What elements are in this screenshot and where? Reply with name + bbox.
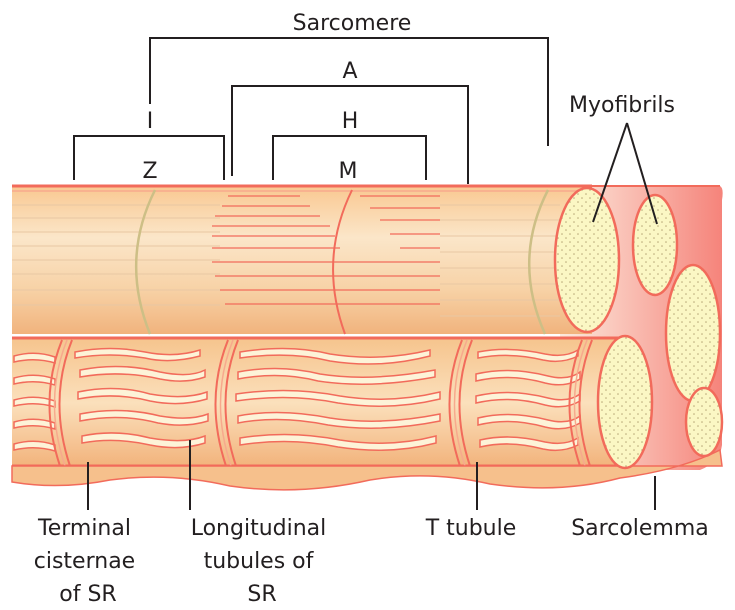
cross-section-bottom — [598, 336, 652, 468]
cross-section-top — [555, 188, 619, 332]
z-line-label: Z — [142, 159, 157, 184]
myofibril-top — [12, 186, 592, 334]
terminal-cisternae-label: Terminal cisternae of SR — [34, 516, 142, 607]
cross-section-right — [666, 265, 720, 401]
longitudinal-tubules-line-3: SR — [247, 582, 276, 607]
myofibrils-label: Myofibrils — [569, 93, 675, 118]
longitudinal-tubules-label: Longitudinal tubules of SR — [191, 516, 334, 607]
sarcolemma-label: Sarcolemma — [571, 516, 709, 541]
m-line-label: M — [339, 159, 358, 184]
terminal-cisternae-line-2: cisternae — [34, 549, 135, 574]
i-band-label: I — [147, 109, 154, 134]
cross-section-small — [633, 195, 677, 295]
a-band-label: A — [342, 59, 357, 84]
terminal-cisternae-line-3: of SR — [59, 582, 116, 607]
h-zone-label: H — [342, 109, 359, 134]
sarcomere-label: Sarcomere — [293, 11, 412, 36]
longitudinal-tubules-line-1: Longitudinal — [191, 516, 327, 541]
longitudinal-tubules-line-2: tubules of — [204, 549, 315, 574]
t-tubule-label: T tubule — [425, 516, 517, 541]
cross-section-far-right — [686, 388, 722, 456]
terminal-cisternae-line-1: Terminal — [37, 516, 131, 541]
